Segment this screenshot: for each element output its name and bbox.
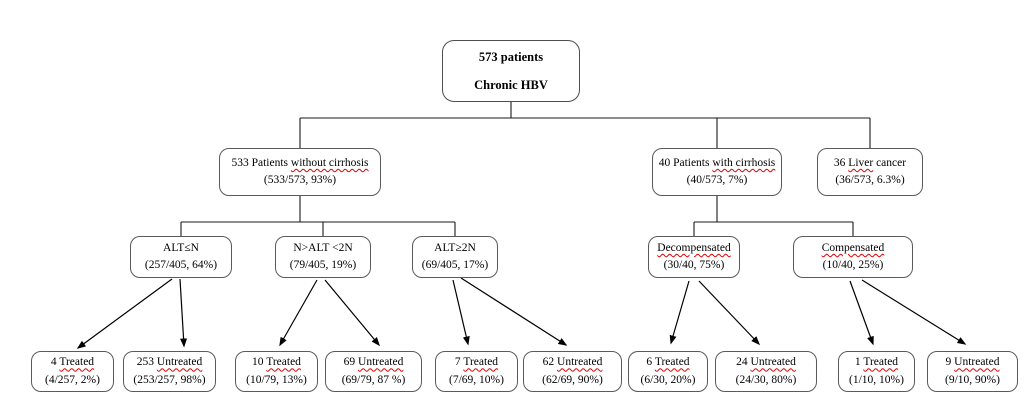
node-title: 10 Treated [252, 356, 301, 369]
misspelled-text: Untreated [750, 356, 796, 369]
root-count: 573 patients [478, 49, 544, 64]
misspelled-text: with cirrhosis [712, 156, 776, 169]
node-untreated-alt-le-n: 253 Untreated (253/257, 98%) [123, 351, 216, 392]
node-stat: (40/573, 7%) [686, 174, 748, 186]
node-treated-compensated: 1 Treated (1/10, 10%) [838, 351, 915, 392]
misspelled-text: Untreated [358, 356, 404, 369]
node-stat: (257/405, 64%) [144, 259, 218, 271]
node-stat: (10/40, 25%) [822, 259, 884, 271]
node-title: Decompensated [657, 240, 730, 257]
misspelled-text: without cirrhosis [290, 156, 369, 169]
misspelled-text: Compensated [821, 241, 885, 254]
node-stat: (69/79, 87 %) [341, 373, 406, 386]
node-liver-cancer: 36 Liver cancer (36/573, 6.3%) [817, 148, 923, 196]
root-label: Chronic HBV [474, 77, 548, 92]
misspelled-text: Untreated [557, 356, 603, 369]
node-root-chronic-hbv: 573 patients Chronic HBV [442, 40, 580, 102]
node-with-cirrhosis: 40 Patients with cirrhosis (40/573, 7%) [652, 148, 782, 196]
node-title: 40 Patients with cirrhosis [658, 156, 776, 169]
node-stat: (10/79, 13%) [246, 373, 307, 386]
misspelled-text: Untreated [156, 356, 203, 369]
misspelled-text: Decompensated [657, 241, 731, 254]
node-title: 9 Untreated [945, 356, 1000, 369]
node-untreated-decompensated: 24 Untreated (24/30, 80%) [715, 351, 817, 392]
elbow-connectors [180, 102, 871, 236]
node-title: ALT≤N [163, 241, 199, 254]
node-treated-alt-ge-2n: 7 Treated (7/69, 10%) [435, 351, 518, 392]
node-title: 253 Untreated [136, 356, 203, 369]
node-stat: (533/573, 93%) [263, 174, 337, 186]
node-stat: (30/40, 75%) [663, 259, 725, 271]
node-title: 4 Treated [50, 356, 95, 369]
node-title: 6 Treated [646, 356, 690, 369]
node-stat: (36/573, 6.3%) [835, 174, 905, 186]
node-stat: (7/69, 10%) [449, 373, 504, 386]
node-stat: (1/10, 10%) [849, 373, 904, 386]
node-without-cirrhosis: 533 Patients without cirrhosis (533/573,… [219, 148, 381, 196]
misspelled-text: Treated [463, 356, 499, 369]
node-title: 24 Untreated [736, 356, 796, 369]
node-stat: (24/30, 80%) [735, 373, 797, 386]
node-stat: (4/257, 2%) [45, 373, 100, 386]
node-stat: (62/69, 90%) [542, 373, 603, 386]
node-stat: (6/30, 20%) [640, 373, 696, 386]
node-untreated-compensated: 9 Untreated (9/10, 90%) [927, 351, 1018, 392]
node-compensated: Compensated (10/40, 25%) [793, 236, 913, 278]
node-title: N>ALT <2N [293, 241, 353, 254]
node-stat: (9/10, 90%) [945, 373, 1000, 386]
node-treated-alt-between: 10 Treated (10/79, 13%) [235, 351, 318, 392]
node-title: 69 Untreated [343, 356, 404, 369]
node-title: 1 Treated [854, 356, 899, 369]
treatment-arrows [76, 277, 967, 349]
node-stat: (69/405, 17%) [421, 259, 489, 271]
node-title: ALT≥2N [434, 241, 476, 254]
node-title: 7 Treated [454, 356, 499, 369]
misspelled-text: Liver [848, 156, 874, 169]
node-treated-alt-le-n: 4 Treated (4/257, 2%) [31, 351, 114, 392]
misspelled-text: Treated [59, 356, 95, 369]
node-title: 62 Untreated [542, 356, 603, 369]
node-untreated-alt-between: 69 Untreated (69/79, 87 %) [325, 351, 422, 392]
node-alt-between-n-2n: N>ALT <2N (79/405, 19%) [275, 236, 371, 278]
node-untreated-alt-ge-2n: 62 Untreated (62/69, 90%) [523, 351, 622, 392]
node-treated-decompensated: 6 Treated (6/30, 20%) [628, 351, 708, 392]
misspelled-text: Treated [863, 356, 899, 369]
misspelled-text: Treated [266, 356, 301, 369]
node-title: 533 Patients without cirrhosis [231, 156, 369, 169]
node-title: Compensated [822, 240, 885, 257]
node-title: 36 Liver cancer [833, 156, 907, 169]
misspelled-text: Treated [654, 356, 690, 369]
node-alt-le-n: ALT≤N (257/405, 64%) [130, 236, 232, 278]
misspelled-text: Untreated [954, 356, 1000, 369]
node-decompensated: Decompensated (30/40, 75%) [648, 236, 740, 278]
node-stat: (253/257, 98%) [133, 373, 206, 386]
node-alt-ge-2n: ALT≥2N (69/405, 17%) [412, 236, 498, 278]
node-stat: (79/405, 19%) [289, 259, 357, 271]
